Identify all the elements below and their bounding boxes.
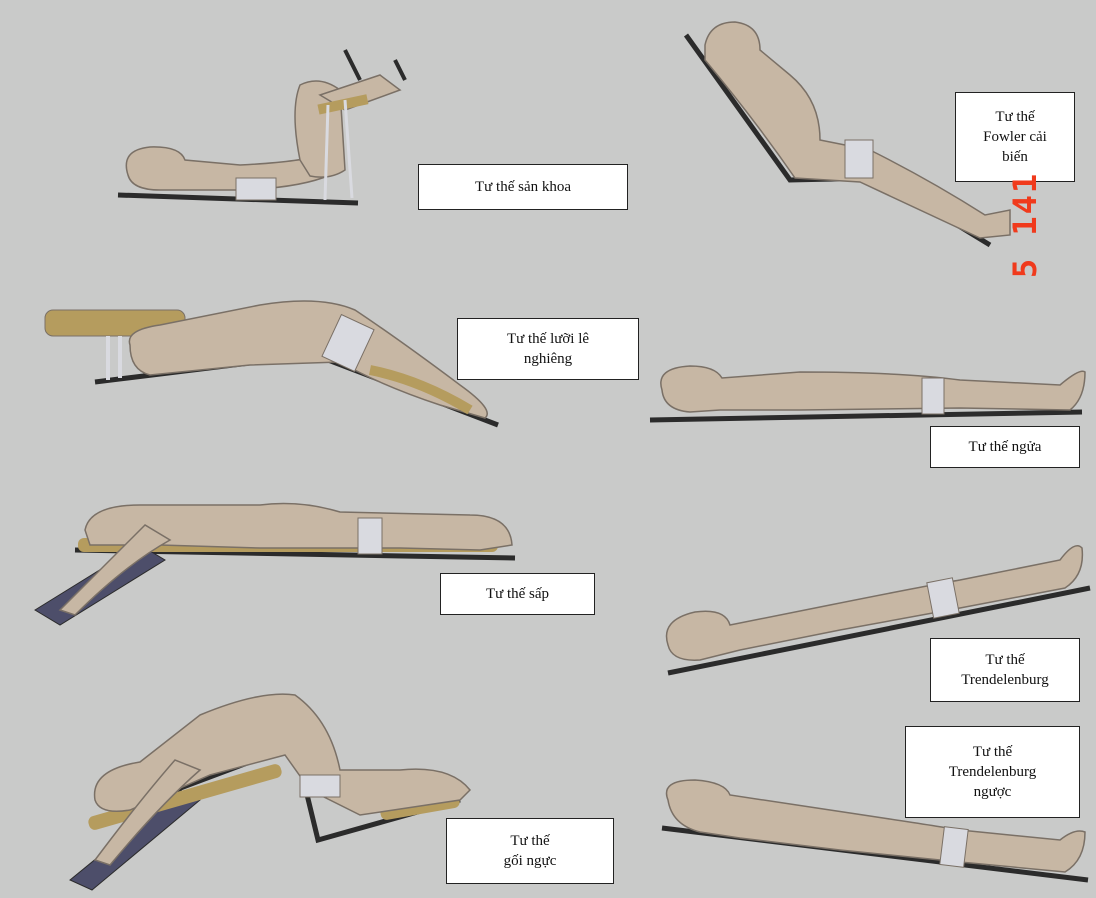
label-line: gối ngực	[504, 851, 557, 871]
label-supine: Tư thế ngửa	[930, 426, 1080, 468]
label-trendelenburg: Tư thế Trendelenburg	[930, 638, 1080, 702]
label-line: Tư thế sản khoa	[475, 177, 571, 197]
label-line: Tư thế	[985, 650, 1024, 670]
label-knee-chest: Tư thế gối ngực	[446, 818, 614, 884]
label-line: Trendelenburg	[961, 670, 1049, 690]
label-reverse-trendelenburg: Tư thế Trendelenburg ngược	[905, 726, 1080, 818]
lateral-jackknife-figure	[45, 301, 498, 425]
lithotomy-figure	[118, 50, 405, 203]
stamp-text: 5 141	[1006, 172, 1044, 278]
supine-figure	[650, 366, 1085, 420]
label-line: Fowler cải	[983, 127, 1047, 147]
label-lateral-jackknife: Tư thế lưỡi lê nghiêng	[457, 318, 639, 380]
label-line: Tư thế ngửa	[969, 437, 1042, 457]
label-line: Trendelenburg	[949, 762, 1037, 782]
knee-chest-figure	[70, 694, 470, 890]
label-line: ngược	[974, 782, 1012, 802]
label-line: Tư thế	[995, 107, 1034, 127]
label-line: Tư thế sấp	[486, 584, 549, 604]
label-lithotomy: Tư thế sản khoa	[418, 164, 628, 210]
label-line: nghiêng	[524, 349, 572, 369]
label-line: Tư thế lưỡi lê	[507, 329, 589, 349]
label-line: Tư thế	[510, 831, 549, 851]
red-stamp: 5 141	[995, 150, 1055, 300]
label-line: Tư thế	[973, 742, 1012, 762]
label-prone: Tư thế sấp	[440, 573, 595, 615]
